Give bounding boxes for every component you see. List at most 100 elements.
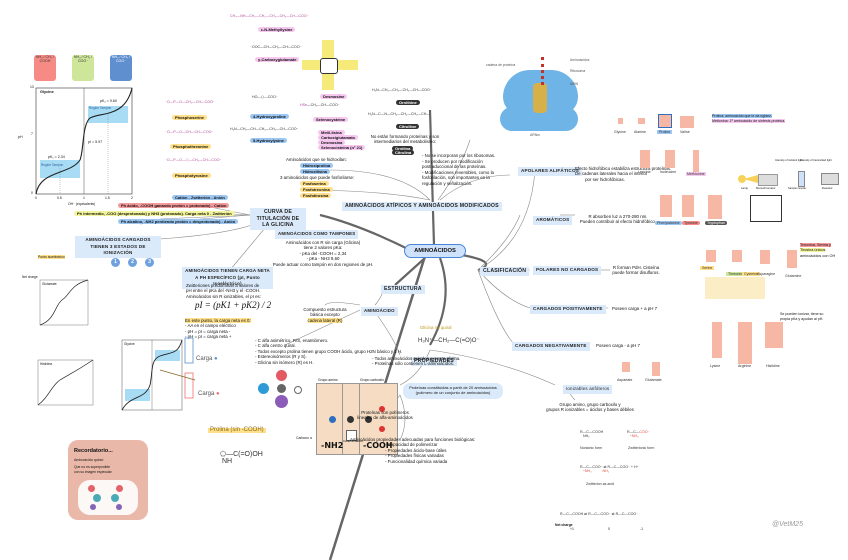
branch-curva-titulacion[interactable]: CURVA DE TITULACIÓN DE LA GLICINA: [250, 208, 306, 230]
positive-note-2: propia pKa y ayudan al pH.: [780, 317, 824, 322]
root-node-aminoacidos[interactable]: AMINOÁCIDOS: [404, 244, 466, 258]
spectrophotometer-diagram: [738, 165, 843, 222]
hydroxyproline-formula: HO—⬠—COO⁻: [252, 95, 278, 99]
chart-title-glycine-small: Glycine: [124, 342, 135, 346]
tres-estados-node[interactable]: AMINOÁCIDOS CARGADOS TIENEN 3 ESTADOS DE…: [75, 236, 161, 258]
glicina-no-quiral-label: Glicina no quiral: [420, 325, 452, 330]
carboxyglutamate-formula: ⁻OOC—CH—CH₂—CH—COO⁻: [250, 45, 302, 49]
aa-valine: Valine: [680, 130, 690, 134]
branch-clasificacion[interactable]: CLASIFICACIÓN: [480, 267, 530, 276]
label-grupo-carboxilo: Grupo carboxilo: [360, 378, 384, 382]
zwitterionic-formula: R—C—COO⁻ ⁺NH₃: [627, 430, 650, 438]
feature-1: - C alfa asimétrico, R/S, enantiómero.: [255, 338, 329, 343]
recordatorio-card: Recordatorio... Aminoácido quiral: Que n…: [68, 440, 148, 520]
label-hydroxyproline: 4-Hydroxyproline: [250, 114, 289, 120]
pi-formula: pI = (pK1 + pK2) / 2: [195, 300, 272, 310]
nonionic-formula: R—C—COOH NH₂: [580, 430, 604, 438]
label-ornithine: Ornithine: [396, 100, 420, 106]
glycine-pk1: pK₁ = 2.34: [48, 155, 65, 159]
polar-note-1: Treonina, Serina y: [800, 243, 831, 247]
ionizables-desc-1: Grupo amino, grupo carboxilo y: [559, 402, 621, 407]
trunk-estructura: [394, 257, 426, 286]
carga-neta-line-1: Zwitteriones predominan a valores de pH …: [186, 283, 261, 294]
state-cation-zwitterion-anion: Catión - Zwitterión - Anión: [172, 195, 228, 201]
aa-glutamate: Glutamate: [645, 378, 662, 382]
phosphothreonine-formula: ⁻O—P—O—CH—CH—COO⁻: [165, 130, 214, 134]
prolina-note: Prolina: aminoácido que le da rigidez.: [712, 114, 772, 118]
label-nonionic-form: Nonionic form: [580, 446, 603, 450]
ionizables-node[interactable]: Ionizables anfóteros: [563, 385, 613, 394]
trunk-curva: [319, 213, 411, 251]
branch-estructura[interactable]: ESTRUCTURA: [381, 285, 425, 294]
label-carbono-alfa: Carbono α: [296, 436, 312, 440]
ribosome-illustration: [495, 55, 585, 135]
aa-methionine: Methionine: [686, 172, 706, 176]
prolina-label: Prolina (sin -COOH): [208, 427, 266, 434]
label-desmosine: Desmosine: [320, 94, 348, 100]
polares-desc: R forman PdH. Cisteína puede formar disu…: [612, 265, 660, 276]
alifaticos-desc-1: Efecto hidrofóbico estabiliza estructura…: [575, 166, 672, 171]
label-net-charge: Net charge: [22, 275, 38, 279]
tag-fosfoserina: Fosfoserina: [300, 181, 329, 187]
biologicas-2: - Propiedades ácido-base útiles: [385, 447, 447, 453]
label-phosphothreonine: Phosphothreonine: [170, 144, 212, 150]
ribosome-note-2: - Se producen por modificación postraduc…: [422, 159, 487, 170]
pi-line-3: - pH = pI = carga neta -: [185, 328, 231, 334]
threonine-r-group: [732, 250, 742, 262]
alifaticos-desc-3: por ser hidrofóbicas.: [585, 176, 625, 182]
aminoacido-node[interactable]: AMINOÁCIDO: [361, 307, 398, 316]
ribosome-note-3: - Modificaciones reversibles, como la fo…: [422, 170, 494, 186]
histidine-r-group: [765, 322, 783, 348]
aa-glycine: Glycine: [614, 130, 626, 134]
glycine-xtick-15: 1.5: [105, 196, 110, 200]
leucine-r-group: [640, 150, 650, 168]
pi-line-1: En este punto, la carga neta es 0:: [185, 318, 251, 323]
tag-desmosina: Desmosina: [318, 140, 346, 146]
molecule-3d: [258, 370, 308, 410]
species-zwitterion: NH₃ / CH₂ / COO⁻: [72, 55, 94, 81]
biologicas-4: - Funcionalidad química variada: [385, 458, 448, 464]
class-polares-no-cargados[interactable]: POLARES NO CARGADOS: [533, 266, 602, 275]
tag-fosfotirosina: Fosfotirosina: [300, 193, 332, 199]
class-cargados-negativamente[interactable]: CARGADOS NEGATIVAMENTE: [512, 342, 590, 351]
tag-metil-lisina: Metil-lisina: [318, 130, 345, 136]
label-selenocysteine: Selenocysteine: [313, 117, 349, 123]
carga-neta-node[interactable]: AMINOÁCIDOS TIENEN CARGA NETA A PH ESPEC…: [182, 267, 273, 289]
trunk-atipicos: [428, 109, 436, 246]
ribosome-label-aminoacidos: Aminoácidos: [570, 58, 590, 62]
class-cargados-positivamente[interactable]: CARGADOS POSITIVAMENTE: [530, 305, 606, 314]
ionization-state-1: 1: [111, 258, 120, 267]
aa-glutamine: Glutamine: [785, 274, 802, 278]
branch-atipicos[interactable]: AMINOÁCIDOS ATÍPICOS Y AMINOÁCIDOS MODIF…: [342, 202, 502, 211]
label-nh2: -NH2: [321, 441, 344, 450]
spectro-cuvette: Sample cuvette: [788, 187, 806, 190]
aa-leucine: Leucine: [638, 170, 651, 174]
tag-citrulina: Citrulina: [392, 150, 415, 156]
label-cooh: -COOH: [363, 441, 393, 450]
polimeros-line-1: Proteínas son polímeros: [361, 410, 409, 415]
serine-r-group: [706, 250, 716, 262]
aa-isoleucine: Isoleucine: [660, 170, 677, 174]
aa-serine: Serine: [700, 266, 715, 270]
proteinas-20-aa-node[interactable]: Proteínas constituidas a partir de 20 am…: [403, 383, 503, 399]
aa-cysteine: Cysteine: [742, 272, 760, 276]
positive-note-1: Se pueden ionizar, tiene su: [780, 312, 824, 316]
aspartate-r-group: [622, 362, 630, 372]
tampones-line-1: Aminoácidos con R sin carga (Glicina): [285, 240, 361, 245]
class-aromaticos[interactable]: AROMÁTICOS: [533, 216, 573, 225]
glycine-region-upper: Región Tampón: [89, 106, 112, 110]
label-grupo-amino: Grupo amino: [318, 378, 338, 382]
tampones-node[interactable]: AMINOÁCIDOS COMO TAMPONES: [275, 230, 359, 239]
aa-tyrosine: Tyrosine: [682, 221, 700, 225]
tag-fosfotreonina: Fosfotreonina: [300, 187, 333, 193]
label-zwitterionic-form: Zwitterionic form: [628, 446, 655, 450]
feature-4: - Estereoisómeros (R y S).: [255, 354, 307, 360]
branch-propiedades[interactable]: PROPIEDADES: [411, 357, 457, 366]
spectro-incident: Intensity of incident light: [775, 159, 803, 162]
class-apolares-alifaticos[interactable]: APOLARES ALIFÁTICOS: [518, 167, 582, 176]
spectro-lamp: Lamp: [741, 186, 748, 190]
glycine-xlabel: OH⁻ (equivalents): [68, 202, 96, 206]
aa-phenylalanine: Phenylalanine: [655, 221, 682, 225]
biologicas-1: - Capacidad de polimerizar: [385, 442, 438, 448]
biologicas-title: Aminoácidos propiedades adecuadas para f…: [350, 437, 476, 442]
